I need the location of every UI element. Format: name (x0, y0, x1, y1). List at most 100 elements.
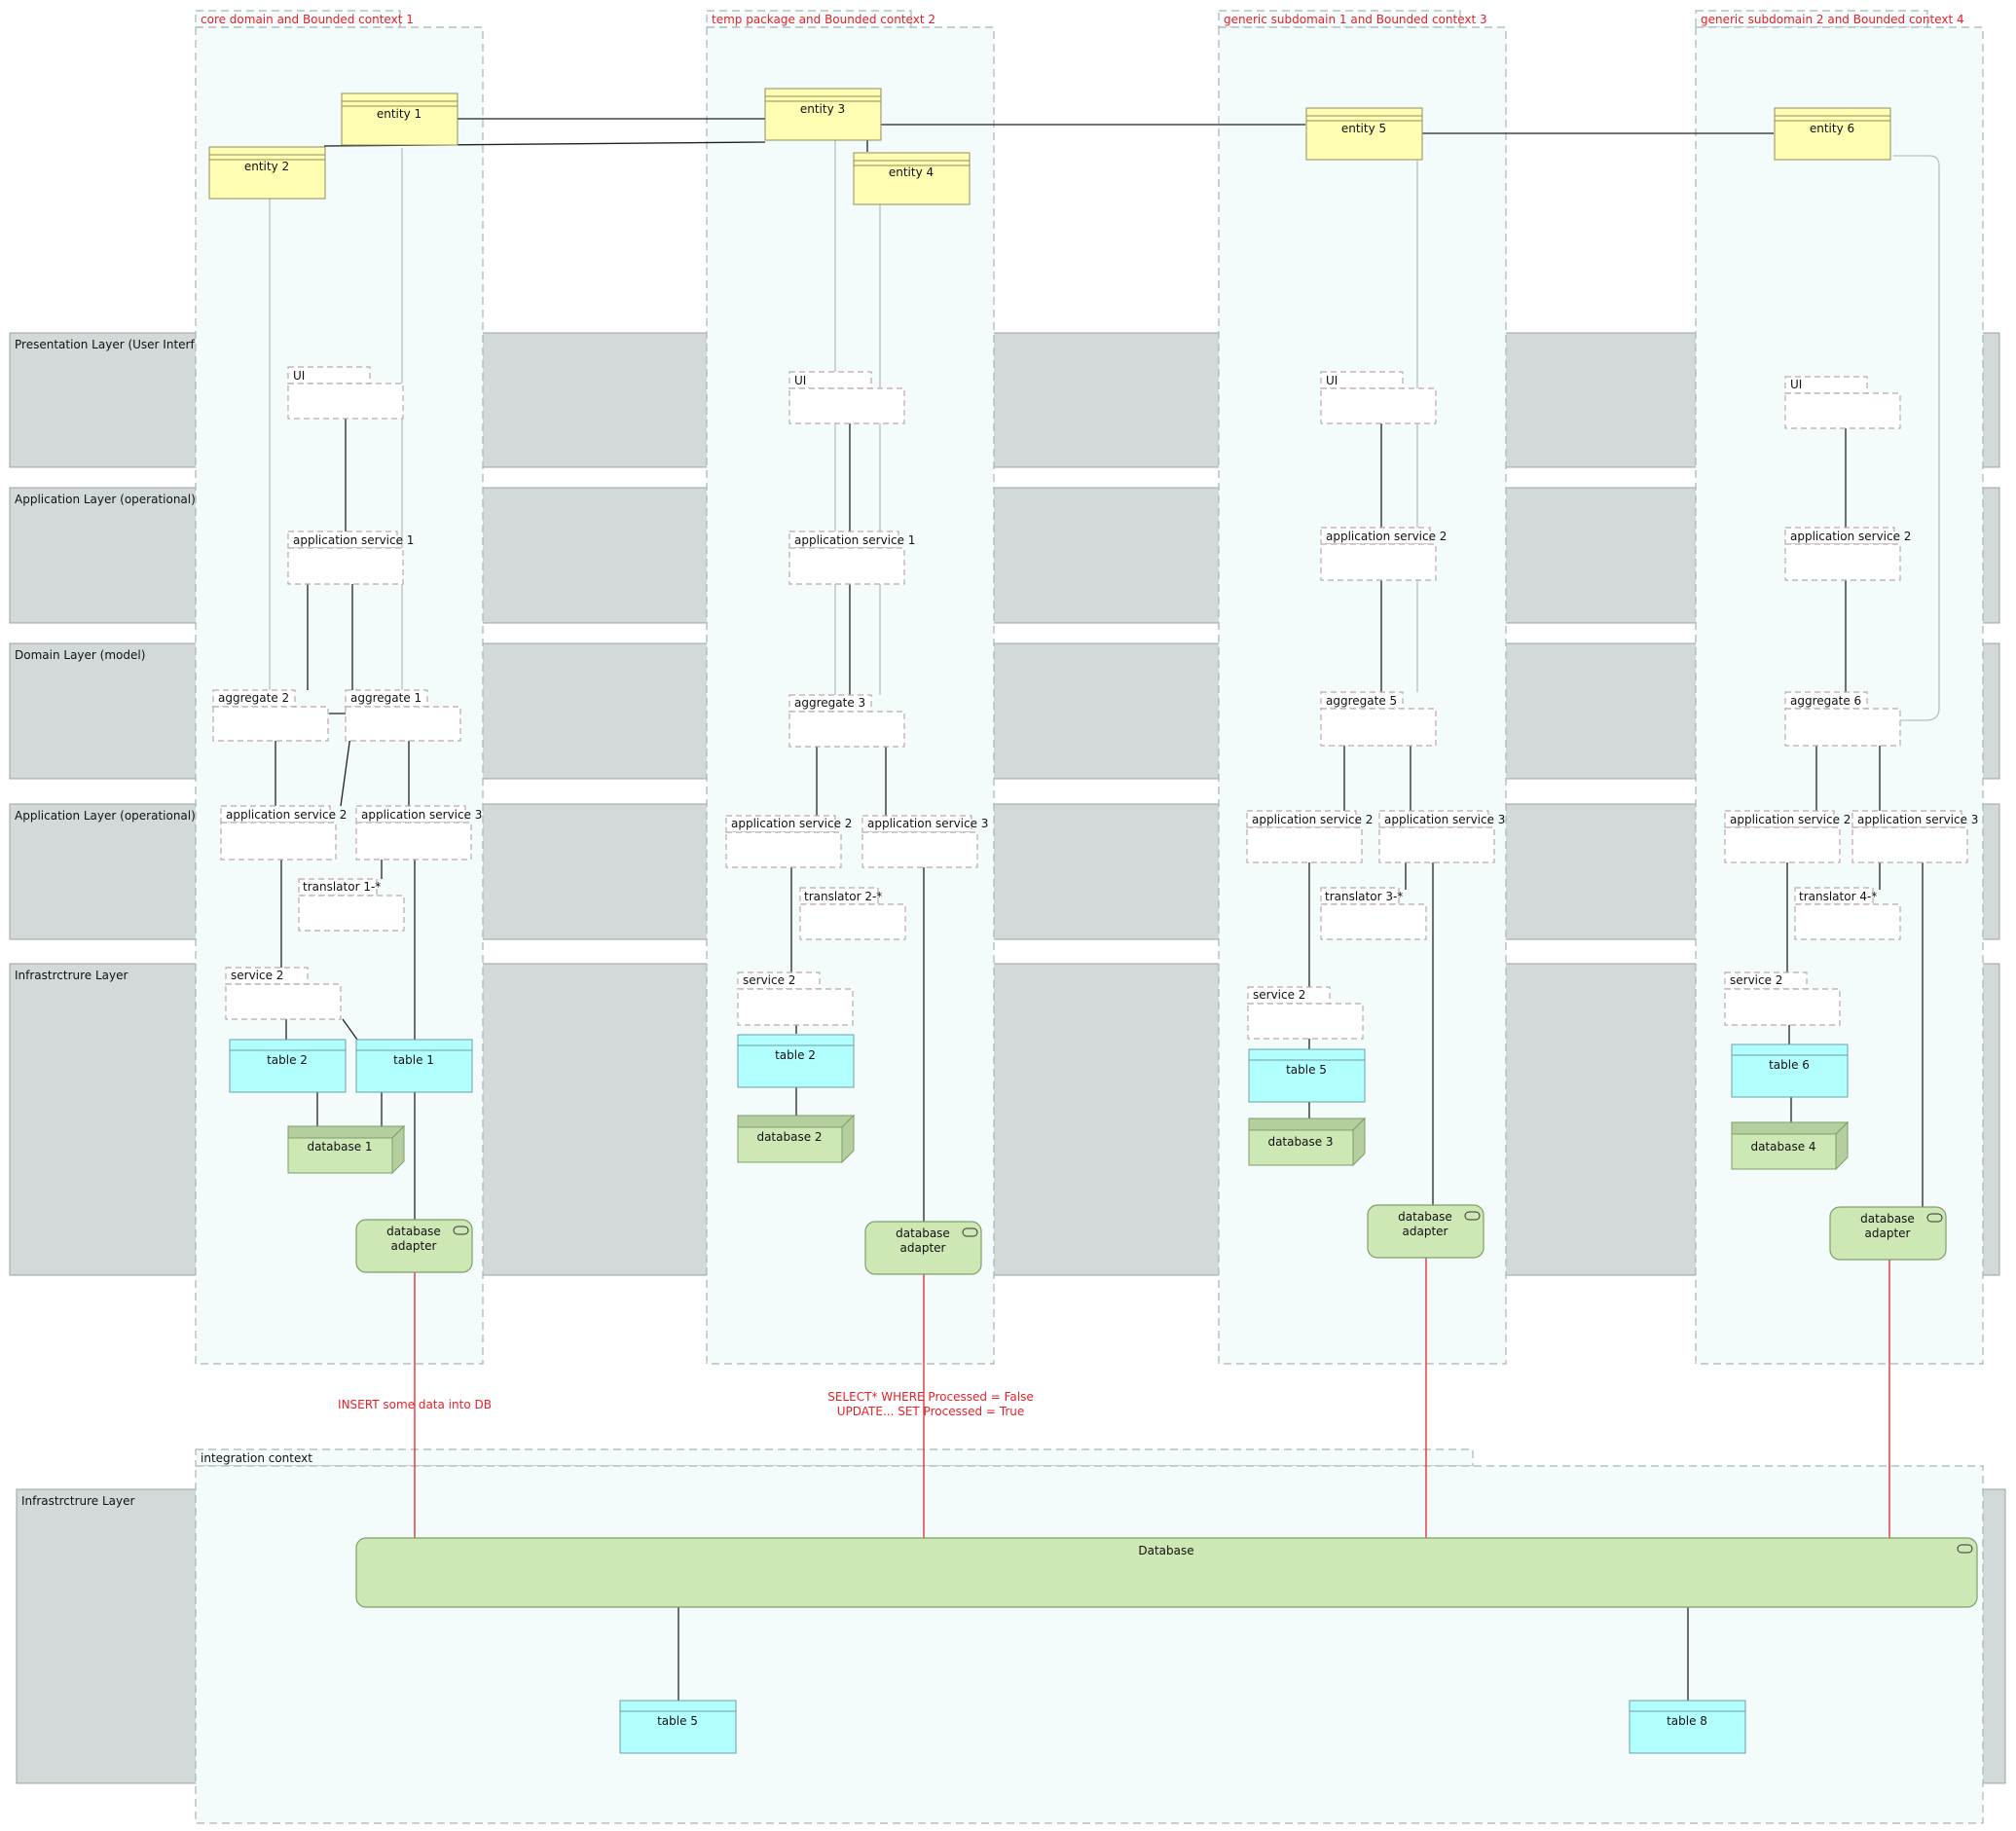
package-label: service 2 (1730, 973, 1782, 987)
aggregate-3-package[interactable]: aggregate 3 (788, 694, 905, 748)
adapter-label-line1: database (1860, 1212, 1915, 1226)
component-icon (1464, 1211, 1481, 1221)
application-service-2-package[interactable]: application service 2 (1246, 810, 1373, 863)
context-title: generic subdomain 2 and Bounded context … (1701, 13, 1964, 26)
translator-1-package[interactable]: translator 1-* (298, 878, 405, 932)
ui-package[interactable]: UI (287, 366, 404, 420)
layer-label: Presentation Layer (User Interface) (15, 338, 220, 351)
application-service-2-package[interactable]: application service 2 (1784, 527, 1911, 581)
context-title: generic subdomain 1 and Bounded context … (1224, 13, 1487, 26)
entity-1[interactable]: entity 1 (341, 92, 458, 146)
table-label: table 6 (1769, 1058, 1810, 1072)
layer-label: Application Layer (operational) (15, 493, 196, 506)
context-integration: integration context (195, 1448, 1984, 1824)
database-3[interactable]: database 3 (1248, 1117, 1367, 1167)
database-adapter[interactable]: database adapter (864, 1221, 982, 1275)
table-label: table 2 (775, 1048, 816, 1062)
component-icon (962, 1227, 978, 1237)
entity-label: entity 5 (1341, 122, 1386, 135)
adapter-label-line1: database (896, 1227, 950, 1240)
translator-3-package[interactable]: translator 3-* (1320, 887, 1427, 940)
package-label: application service 1 (794, 533, 915, 547)
package-label: application service 1 (293, 533, 414, 547)
insert-note: INSERT some data into DB (338, 1398, 492, 1411)
application-service-1-package[interactable]: application service 1 (788, 531, 915, 585)
update-note: UPDATE... SET Processed = True (837, 1405, 1025, 1418)
adapter-label-line1: database (386, 1225, 441, 1238)
package-label: service 2 (1253, 988, 1305, 1002)
database-2[interactable]: database 2 (737, 1114, 856, 1164)
entity-3[interactable]: entity 3 (764, 88, 882, 141)
component-icon (1957, 1544, 1973, 1554)
table-label: table 5 (657, 1714, 698, 1728)
package-label: service 2 (743, 973, 795, 987)
database-adapter[interactable]: database adapter (1367, 1204, 1485, 1259)
layer-label: Infrastrctrure Layer (15, 969, 128, 982)
package-label: application service 2 (731, 817, 852, 830)
adapter-label-line1: database (1398, 1210, 1452, 1224)
entity-2[interactable]: entity 2 (208, 146, 326, 200)
entity-label: entity 1 (377, 107, 422, 121)
application-service-2-package[interactable]: application service 2 (725, 815, 852, 868)
ui-package[interactable]: UI (1320, 371, 1437, 424)
table-5[interactable]: table 5 (619, 1700, 737, 1754)
package-label: application service 2 (1252, 813, 1373, 826)
package-label: aggregate 5 (1326, 694, 1397, 708)
package-label: application service 3 (1384, 813, 1505, 826)
table-label: table 1 (393, 1053, 434, 1067)
package-label: application service 3 (361, 808, 482, 822)
entity-6[interactable]: entity 6 (1774, 107, 1891, 161)
package-label: translator 2-* (804, 890, 882, 903)
application-service-1-package[interactable]: application service 1 (287, 531, 414, 585)
aggregate-1-package[interactable]: aggregate 1 (345, 689, 461, 742)
package-label: UI (1790, 378, 1802, 391)
integration-database[interactable]: Database (355, 1537, 1978, 1608)
package-label: UI (293, 369, 305, 383)
adapter-label-line2: adapter (1403, 1225, 1448, 1238)
entity-5[interactable]: entity 5 (1305, 107, 1423, 161)
layer-label: Application Layer (operational) (15, 809, 196, 823)
entity-label: entity 6 (1810, 122, 1854, 135)
database-label: database 1 (307, 1140, 372, 1154)
service-2-package[interactable]: service 2 (1247, 986, 1364, 1040)
database-label: database 4 (1750, 1140, 1815, 1154)
package-label: aggregate 2 (218, 691, 289, 705)
table-8[interactable]: table 8 (1629, 1700, 1746, 1754)
aggregate-6-package[interactable]: aggregate 6 (1784, 691, 1901, 747)
table-6[interactable]: table 6 (1731, 1044, 1849, 1098)
database-1[interactable]: database 1 (287, 1124, 406, 1175)
application-service-2-package[interactable]: application service 2 (1320, 527, 1447, 581)
database-adapter[interactable]: database adapter (355, 1219, 473, 1273)
aggregate-5-package[interactable]: aggregate 5 (1320, 691, 1437, 747)
application-service-3-package[interactable]: application service 3 (861, 815, 988, 868)
service-2-package[interactable]: service 2 (1724, 971, 1841, 1026)
ui-package[interactable]: UI (1784, 376, 1901, 429)
database-adapter[interactable]: database adapter (1829, 1206, 1947, 1261)
application-service-3-package[interactable]: application service 3 (355, 805, 482, 861)
package-label: application service 2 (1730, 813, 1851, 826)
table-label: table 5 (1286, 1063, 1327, 1077)
translator-2-package[interactable]: translator 2-* (799, 887, 906, 940)
package-label: aggregate 3 (794, 696, 865, 710)
database-label: database 3 (1267, 1135, 1333, 1149)
application-service-3-package[interactable]: application service 3 (1851, 810, 1978, 863)
service-2-package[interactable]: service 2 (737, 971, 854, 1026)
application-service-2-package[interactable]: application service 2 (1724, 810, 1851, 863)
table-2[interactable]: table 2 (229, 1039, 347, 1093)
table-1[interactable]: table 1 (355, 1039, 473, 1093)
application-service-2-package[interactable]: application service 2 (220, 805, 347, 861)
layer-label: Infrastrctrure Layer (21, 1494, 135, 1508)
package-label: application service 2 (226, 808, 347, 822)
application-service-3-package[interactable]: application service 3 (1378, 810, 1505, 863)
database-4[interactable]: database 4 (1731, 1120, 1850, 1171)
translator-4-package[interactable]: translator 4-* (1794, 887, 1901, 940)
service-2-package[interactable]: service 2 (225, 967, 342, 1020)
component-icon (453, 1226, 469, 1235)
table-2[interactable]: table 2 (737, 1034, 855, 1088)
table-5[interactable]: table 5 (1248, 1048, 1366, 1103)
entity-4[interactable]: entity 4 (853, 152, 971, 205)
package-label: translator 3-* (1325, 890, 1403, 903)
ui-package[interactable]: UI (788, 371, 905, 424)
aggregate-2-package[interactable]: aggregate 2 (212, 689, 329, 742)
entity-label: entity 4 (889, 165, 934, 179)
